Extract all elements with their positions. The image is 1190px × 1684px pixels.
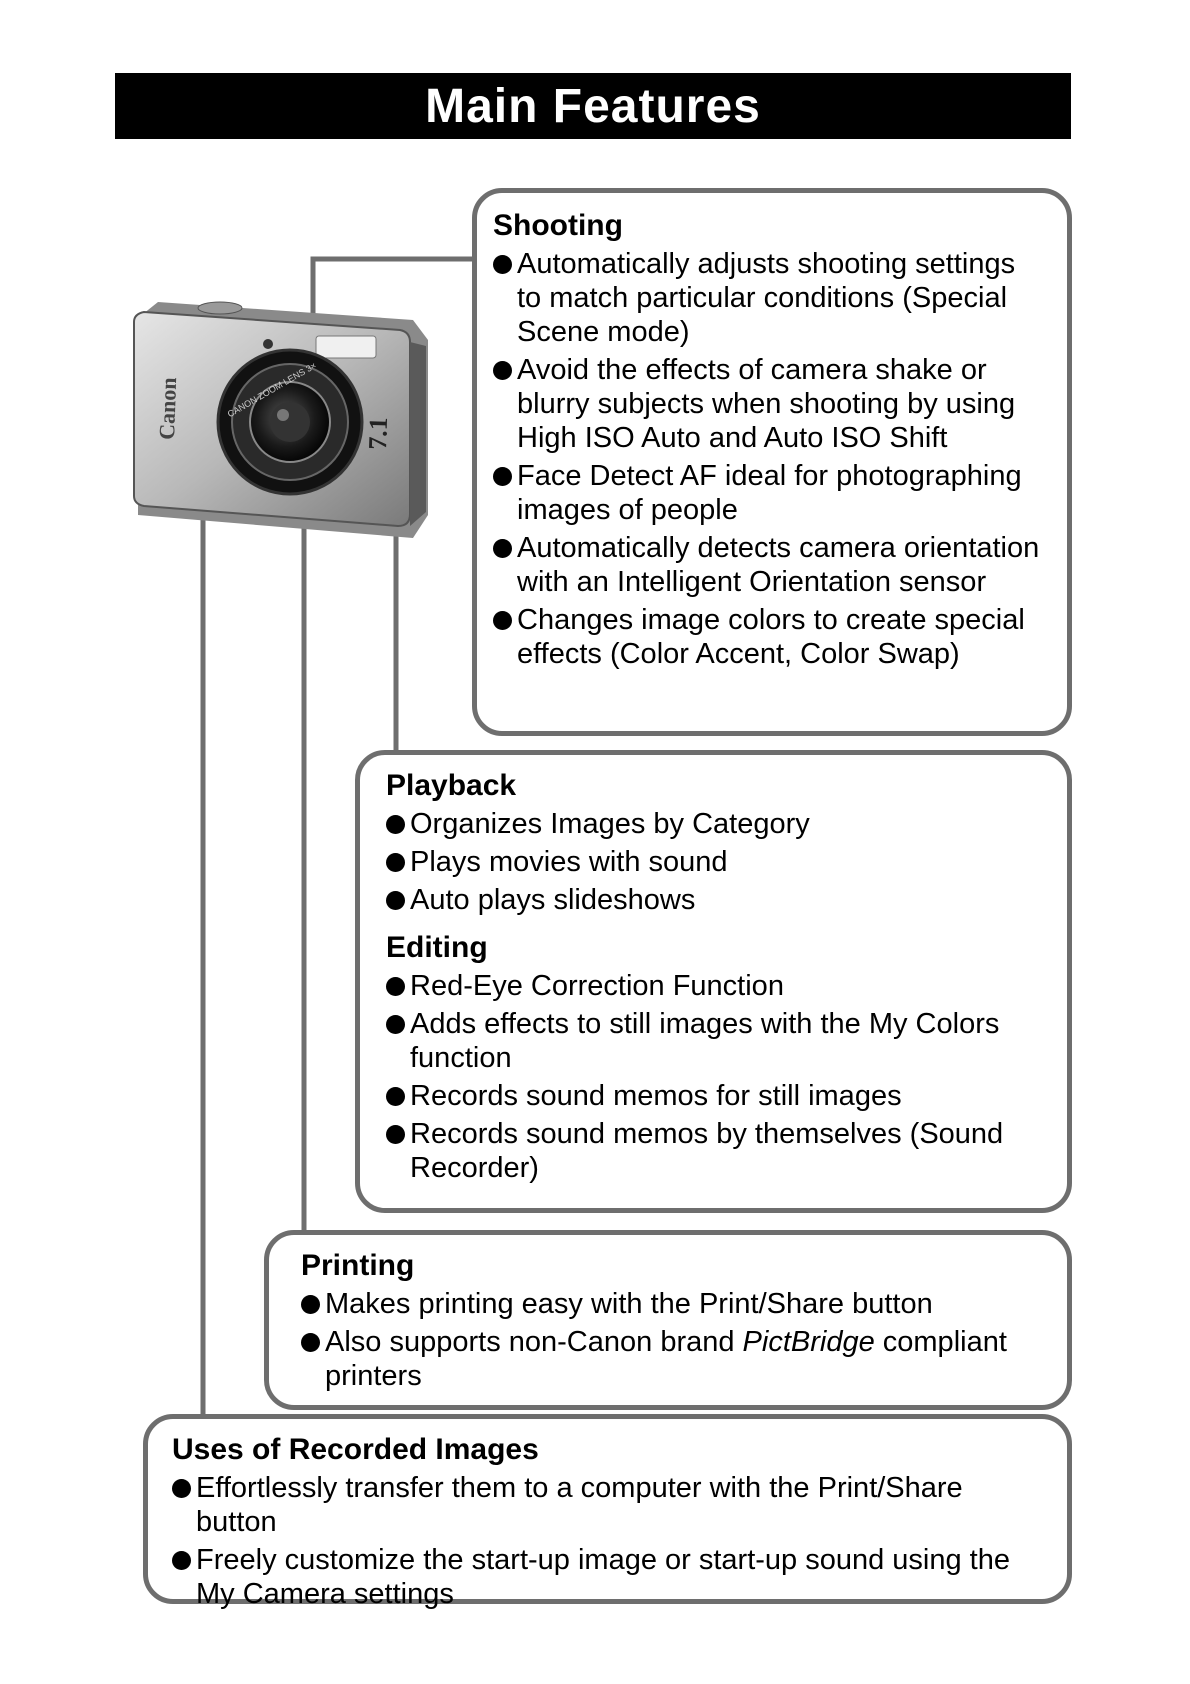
list-item: Face Detect AF ideal for photographing i… bbox=[493, 459, 1047, 527]
uses-list: Effortlessly transfer them to a computer… bbox=[172, 1471, 1047, 1611]
editing-heading: Editing bbox=[386, 931, 488, 964]
shooting-list: Automatically adjusts shooting settings … bbox=[493, 247, 1047, 671]
list-item: Plays movies with sound bbox=[386, 845, 1047, 879]
camera-brand-logo: Canon bbox=[154, 377, 181, 440]
pictbridge-brand: PictBridge bbox=[742, 1326, 875, 1358]
camera-megapixel-badge: 7.1 bbox=[363, 417, 393, 450]
playback-list: Organizes Images by Category Plays movie… bbox=[386, 807, 1047, 917]
uses-heading: Uses of Recorded Images bbox=[172, 1433, 539, 1466]
list-item-pictbridge: Also supports non-Canon brand PictBridge… bbox=[301, 1325, 1047, 1393]
list-item: Red-Eye Correction Function bbox=[386, 969, 1047, 1003]
shooting-section: Shooting Automatically adjusts shooting … bbox=[472, 188, 1072, 736]
uses-section: Uses of Recorded Images Effortlessly tra… bbox=[143, 1414, 1072, 1610]
list-item: Auto plays slideshows bbox=[386, 883, 1047, 917]
list-item: Freely customize the start-up image or s… bbox=[172, 1543, 1047, 1611]
pictbridge-text-before: Also supports non-Canon brand bbox=[325, 1326, 743, 1358]
page-title: Main Features bbox=[425, 79, 761, 133]
list-item: Makes printing easy with the Print/Share… bbox=[301, 1287, 1047, 1321]
list-item: Automatically adjusts shooting settings … bbox=[493, 247, 1047, 349]
list-item: Changes image colors to create special e… bbox=[493, 603, 1047, 671]
list-item: Automatically detects camera orientation… bbox=[493, 531, 1047, 599]
printing-list: Makes printing easy with the Print/Share… bbox=[301, 1287, 1047, 1393]
list-item: Records sound memos for still images bbox=[386, 1079, 1047, 1113]
page-title-bar: Main Features bbox=[115, 73, 1071, 139]
list-item: Avoid the effects of camera shake or blu… bbox=[493, 353, 1047, 455]
list-item: Organizes Images by Category bbox=[386, 807, 1047, 841]
camera-image: Canon CANON ZOOM LENS 3× 7.1 bbox=[133, 301, 428, 538]
editing-list: Red-Eye Correction Function Adds effects… bbox=[386, 969, 1047, 1185]
printing-section: Printing Makes printing easy with the Pr… bbox=[264, 1230, 1072, 1410]
connector-shooting bbox=[310, 256, 475, 335]
list-item: Effortlessly transfer them to a computer… bbox=[172, 1471, 1047, 1539]
list-item: Adds effects to still images with the My… bbox=[386, 1007, 1047, 1075]
list-item: Records sound memos by themselves (Sound… bbox=[386, 1117, 1047, 1185]
pictbridge-text-after: compliant printers bbox=[325, 1326, 1007, 1392]
shooting-heading: Shooting bbox=[493, 209, 623, 242]
printing-heading: Printing bbox=[301, 1249, 415, 1282]
playback-editing-section: Playback Organizes Images by Category Pl… bbox=[355, 750, 1072, 1213]
playback-heading: Playback bbox=[386, 769, 517, 802]
